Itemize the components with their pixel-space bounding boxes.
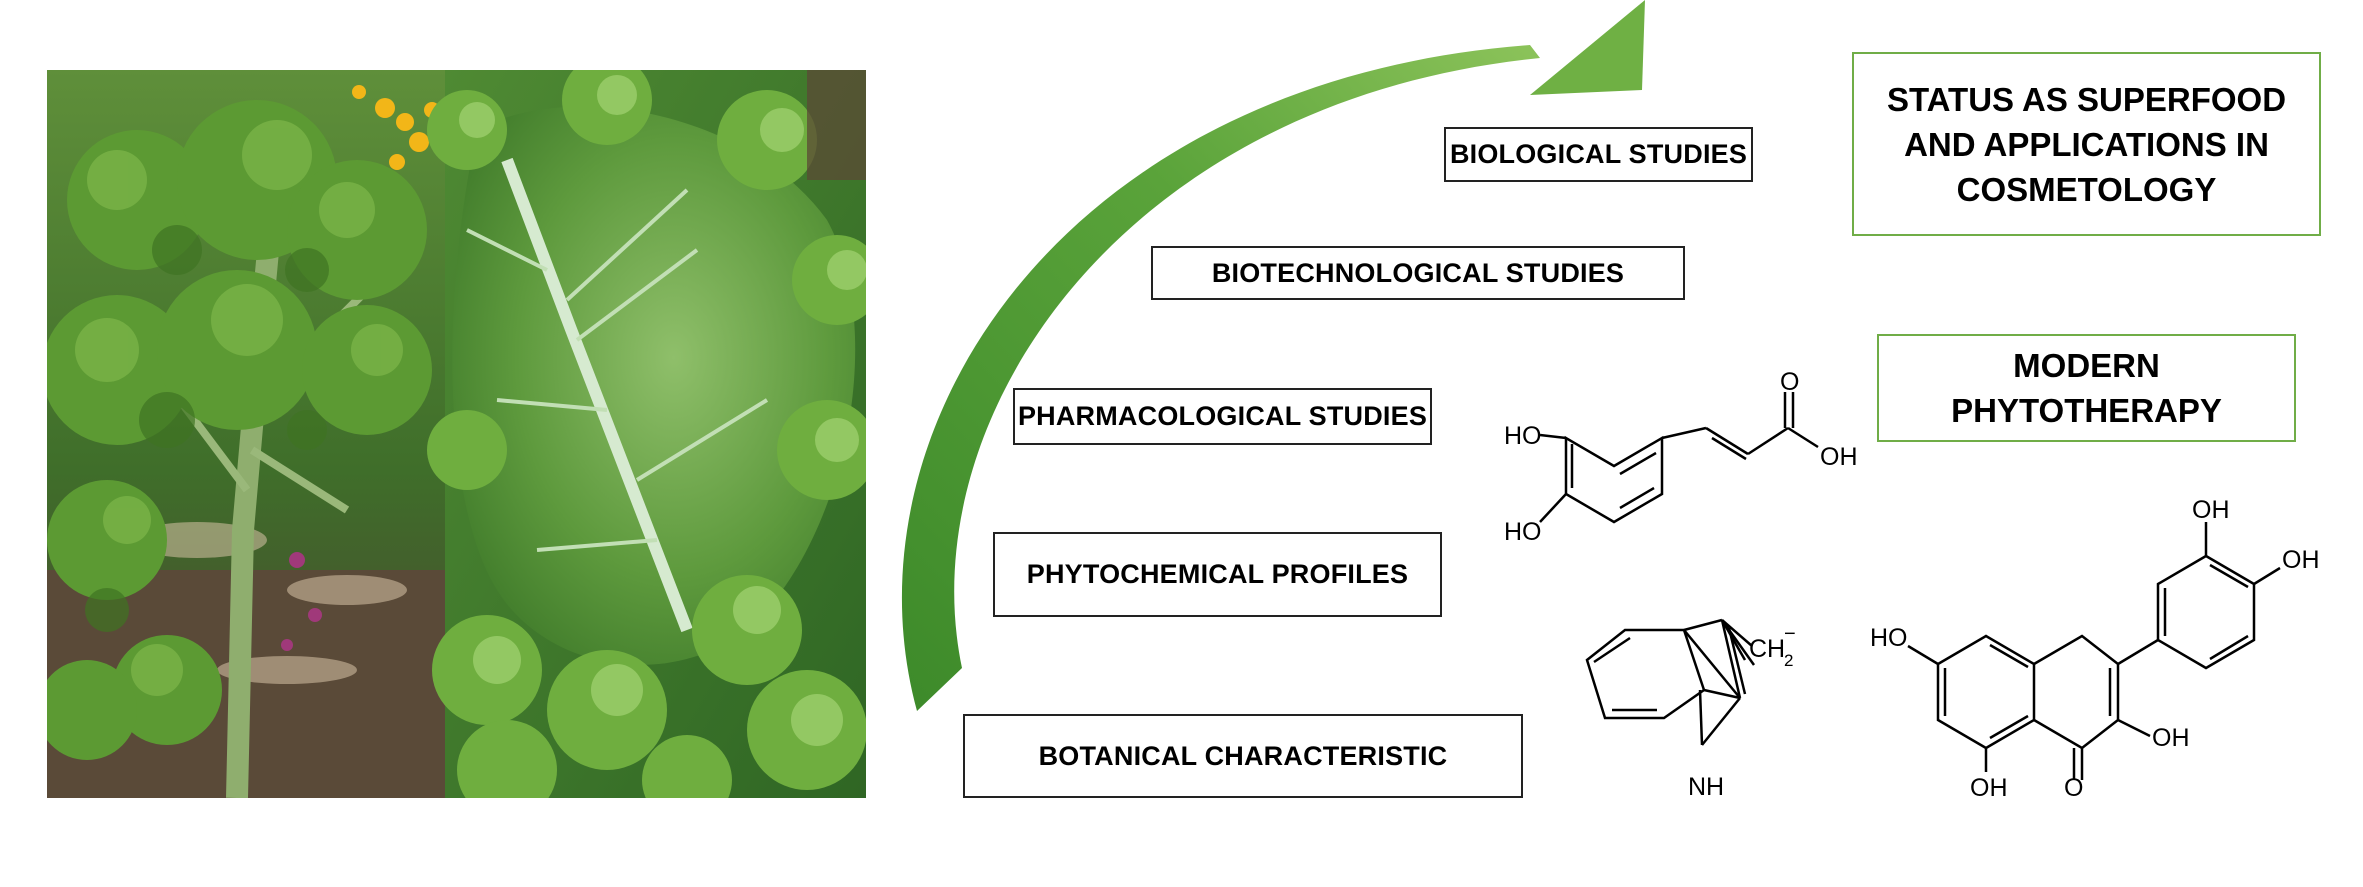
step-biological-label: BIOLOGICAL STUDIES bbox=[1449, 139, 1748, 169]
outcome-phytotherapy-label: MODERN PHYTOTHERAPY bbox=[1951, 347, 2222, 429]
outcome-superfood-cosmetology: STATUS AS SUPERFOOD AND APPLICATIONS IN … bbox=[1852, 52, 2321, 236]
caffeic-o: O bbox=[1780, 368, 1799, 396]
indole-ch2-subscript: 2 bbox=[1784, 651, 1793, 670]
flavonoid-oh-right: OH bbox=[2282, 546, 2320, 574]
caffeic-ho-top: HO bbox=[1504, 422, 1542, 450]
step-biological-studies: BIOLOGICAL STUDIES bbox=[1444, 127, 1753, 182]
outcome-superfood-label: STATUS AS SUPERFOOD AND APPLICATIONS IN … bbox=[1886, 80, 2287, 208]
flavonoid-oh-top: OH bbox=[2192, 496, 2230, 524]
step-biotechnological-studies: BIOTECHNOLOGICAL STUDIES bbox=[1151, 246, 1685, 300]
step-pharmacological-label: PHARMACOLOGICAL STUDIES bbox=[1017, 401, 1428, 431]
indole-nh: NH bbox=[1688, 773, 1724, 801]
step-phytochemical-profiles: PHYTOCHEMICAL PROFILES bbox=[993, 532, 1442, 617]
flavonoid-oh-ring: OH bbox=[2152, 724, 2190, 752]
step-pharmacological-studies: PHARMACOLOGICAL STUDIES bbox=[1013, 388, 1432, 445]
kale-photo bbox=[47, 70, 866, 798]
caffeic-oh: OH bbox=[1820, 443, 1858, 471]
flavonoid-ho-left: HO bbox=[1870, 624, 1908, 652]
step-biotechnological-label: BIOTECHNOLOGICAL STUDIES bbox=[1211, 257, 1625, 288]
flavonoid-oh-bottom: OH bbox=[1970, 774, 2008, 802]
caffeic-ho-bottom: HO bbox=[1504, 518, 1542, 546]
step-phytochemical-label: PHYTOCHEMICAL PROFILES bbox=[1026, 559, 1409, 589]
indole-ch2: CH bbox=[1749, 635, 1785, 663]
step-botanical-label: BOTANICAL CHARACTERISTIC bbox=[1038, 740, 1448, 771]
outcome-modern-phytotherapy: MODERN PHYTOTHERAPY bbox=[1877, 334, 2296, 442]
step-botanical-characteristic: BOTANICAL CHARACTERISTIC bbox=[963, 714, 1523, 798]
flavonoid-ketone-o: O bbox=[2064, 774, 2083, 802]
indole-charge: − bbox=[1784, 623, 1796, 645]
